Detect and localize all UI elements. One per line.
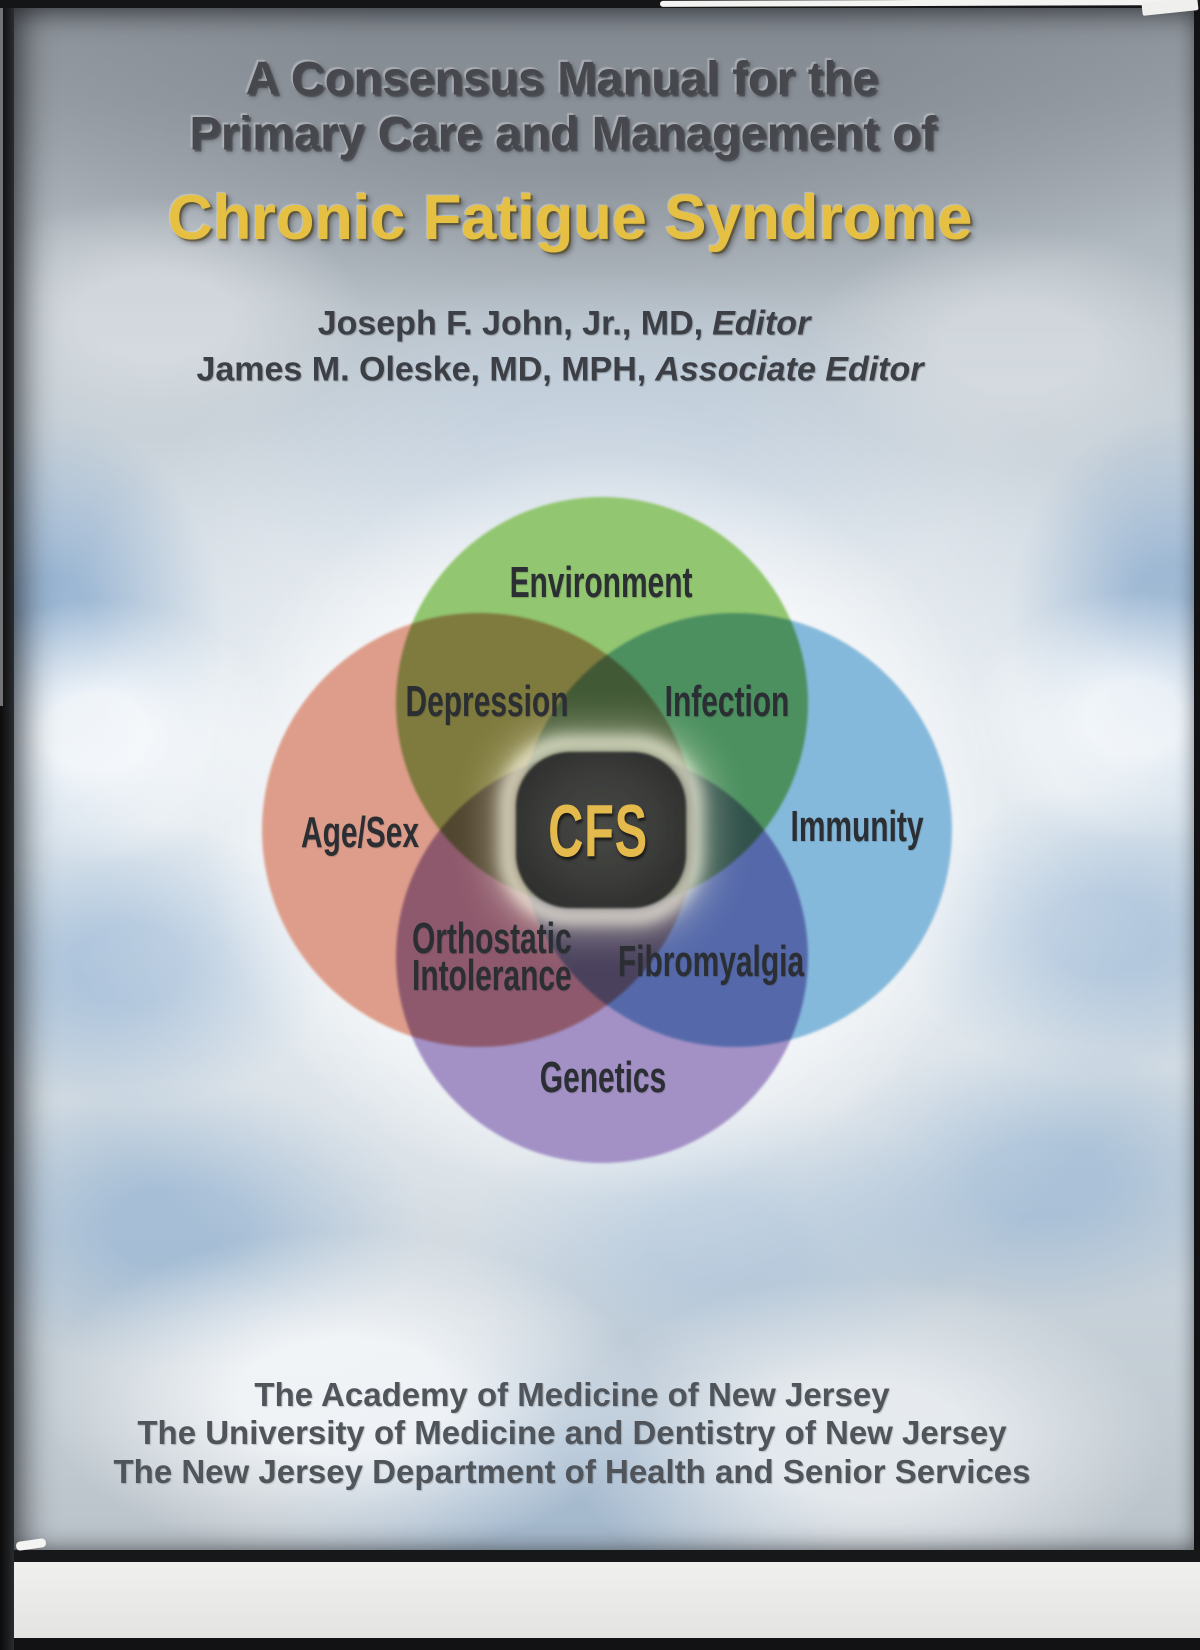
label-age-sex: Age/Sex bbox=[300, 808, 420, 857]
main-title: Chronic Fatigue Syndrome bbox=[167, 183, 973, 253]
title-line-1: A Consensus Manual for the bbox=[245, 51, 879, 105]
editor-1-name: Joseph F. John, Jr., MD, bbox=[317, 304, 704, 343]
editor-line-2: James M. Oleske, MD, MPH,Associate Edito… bbox=[196, 351, 923, 390]
title-line-2: Primary Care and Management of bbox=[189, 106, 937, 160]
label-fibromyalgia: Fibromyalgia bbox=[617, 937, 805, 986]
scanner-background-strip bbox=[8, 1562, 1200, 1638]
publisher-line-3: The New Jersey Department of Health and … bbox=[113, 1453, 1031, 1490]
venn-diagram bbox=[262, 497, 952, 1163]
editor-2-name: James M. Oleske, MD, MPH, bbox=[196, 350, 647, 389]
label-immunity: Immunity bbox=[790, 802, 924, 851]
editor-1-role: Editor bbox=[712, 304, 811, 343]
label-orthostatic-line-1: Orthostatic bbox=[412, 914, 572, 963]
publisher-line-2: The University of Medicine and Dentistry… bbox=[137, 1414, 1007, 1451]
editor-line-1: Joseph F. John, Jr., MD,Editor bbox=[318, 305, 811, 344]
book-cover: A Consensus Manual for the Primary Care … bbox=[14, 8, 1194, 1550]
label-environment: Environment bbox=[509, 558, 693, 607]
label-orthostatic-line-2: Intolerance bbox=[412, 951, 572, 1000]
label-infection: Infection bbox=[664, 677, 790, 726]
label-genetics: Genetics bbox=[539, 1053, 667, 1102]
publisher-line-1: The Academy of Medicine of New Jersey bbox=[254, 1376, 890, 1413]
cover-bottom-edge bbox=[8, 1550, 1200, 1562]
scan-edge-left-highlight bbox=[0, 6, 3, 706]
cfs-label: CFS bbox=[548, 789, 648, 873]
label-depression: Depression bbox=[405, 677, 569, 726]
scan-edge-top bbox=[0, 0, 1200, 8]
scan-edge-left bbox=[0, 0, 14, 1650]
center-intersection bbox=[516, 752, 686, 908]
center-glow-ring bbox=[501, 737, 701, 923]
label-orthostatic-intolerance: Orthostatic Intolerance bbox=[412, 914, 572, 1000]
editor-2-role: Associate Editor bbox=[655, 350, 924, 389]
